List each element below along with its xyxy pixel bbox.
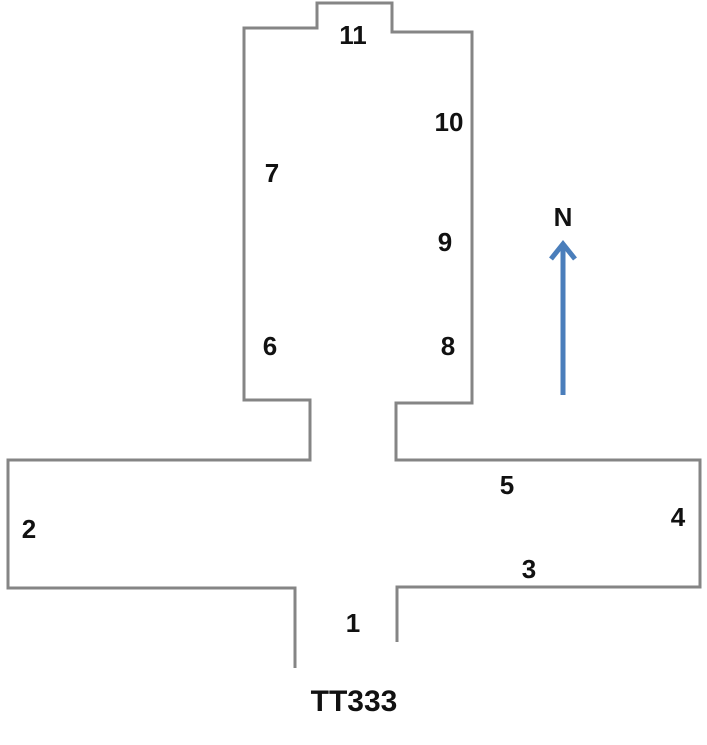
point-2: 2 <box>21 514 37 544</box>
point-10: 10 <box>434 107 464 137</box>
diagram-title: TT333 <box>310 685 398 718</box>
point-9: 9 <box>437 227 453 257</box>
point-5: 5 <box>499 470 515 500</box>
point-3: 3 <box>521 554 537 584</box>
point-4: 4 <box>670 502 686 532</box>
point-1: 1 <box>345 608 361 638</box>
north-arrow-icon <box>549 239 577 395</box>
point-6: 6 <box>262 331 278 361</box>
north-label: N <box>553 202 573 232</box>
tomb-outline <box>6 1 702 668</box>
point-11: 11 <box>339 20 367 50</box>
point-8: 8 <box>440 331 456 361</box>
point-7: 7 <box>264 158 280 188</box>
